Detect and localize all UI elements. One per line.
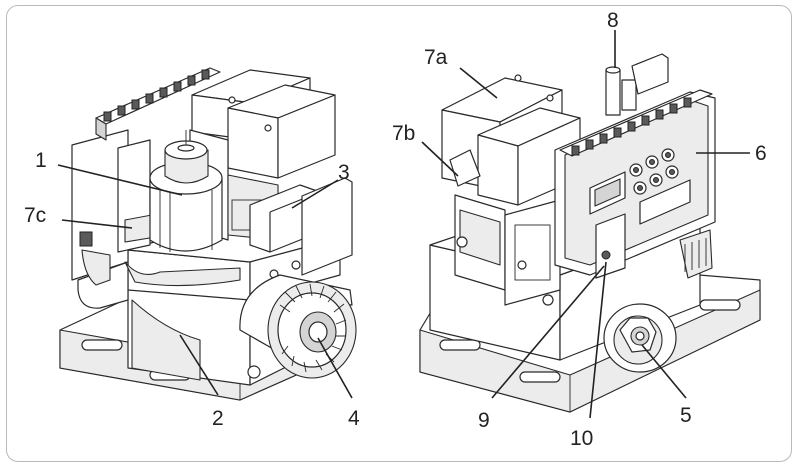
leader-10 [589,261,607,419]
leader-7b [421,141,459,177]
label-3: 3 [338,161,350,184]
label-10: 10 [570,427,594,450]
pinion-gear [239,274,357,379]
left-motor-unit [59,67,357,401]
label-5: 5 [680,404,692,427]
label-7b: 7b [392,122,416,145]
callout-lines [57,30,750,419]
motor-cylinder [149,130,223,252]
leader-5 [641,344,687,399]
antenna-post [605,53,669,116]
leader-9 [491,265,605,399]
control-board [554,89,716,279]
leader-7a [459,67,498,99]
leader-4 [317,337,353,399]
leader-2 [179,334,219,396]
right-terminal-block [571,97,692,156]
right-motor-unit [419,53,761,413]
output-shaft [603,303,677,373]
leader-1 [57,164,183,196]
leader-7c [61,219,133,229]
label-1: 1 [35,149,47,172]
left-terminal-block [103,69,210,122]
label-7a: 7a [424,46,448,69]
label-8: 8 [607,9,619,32]
leader-3 [291,179,339,209]
label-9: 9 [478,409,490,432]
label-6: 6 [755,142,767,165]
label-7c: 7c [24,204,47,227]
label-2: 2 [212,407,224,430]
label-4: 4 [348,407,360,430]
